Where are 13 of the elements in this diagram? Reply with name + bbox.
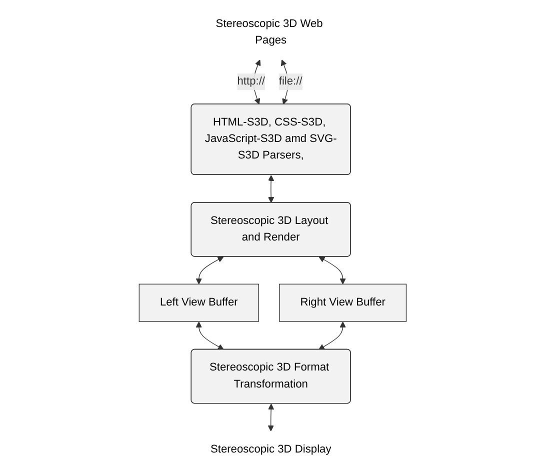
node-text: Stereoscopic 3D Display bbox=[210, 444, 332, 456]
arrow bbox=[196, 322, 224, 350]
node-text: Stereoscopic 3D Web Pages bbox=[216, 18, 324, 46]
node-box: Left View Buffer bbox=[139, 284, 260, 322]
node-box: Right View Buffer bbox=[279, 284, 407, 322]
arrow bbox=[268, 174, 274, 203]
edge-label: file:// bbox=[279, 76, 303, 88]
arrow bbox=[196, 256, 224, 284]
arrow bbox=[318, 322, 346, 350]
arrow bbox=[281, 60, 289, 105]
arrow bbox=[268, 404, 274, 432]
arrow bbox=[319, 256, 346, 284]
edge-label: http:// bbox=[238, 76, 266, 88]
